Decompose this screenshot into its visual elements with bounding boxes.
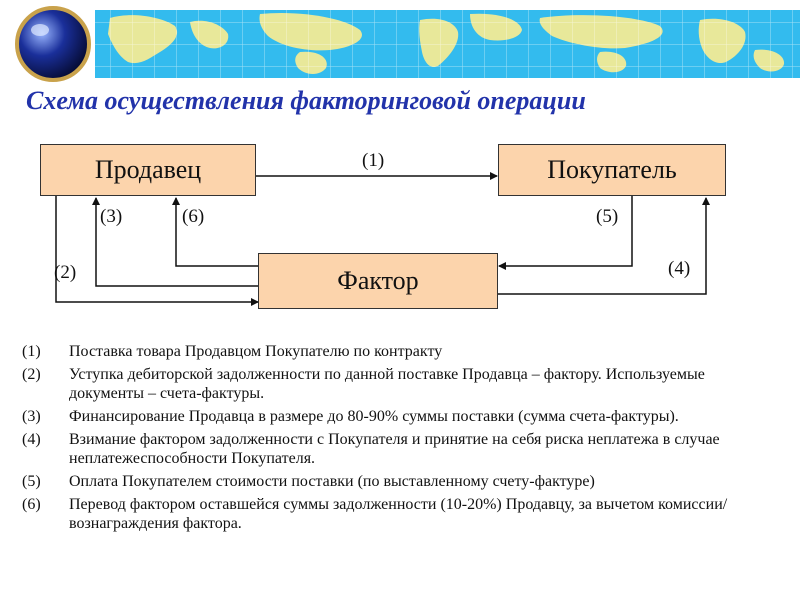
arrow-label-5: (5) bbox=[596, 206, 619, 227]
arrow-4 bbox=[497, 197, 710, 295]
list-item-number: (3) bbox=[22, 408, 41, 425]
seller-box: Продавец bbox=[40, 144, 256, 196]
page-title: Схема осуществления факторинговой операц… bbox=[26, 86, 586, 115]
list-item-text: Поставка товара Продавцом Покупателю по … bbox=[69, 343, 443, 360]
arrow-label-2: (2) bbox=[54, 262, 77, 283]
list-item: (1) Поставка товара Продавцом Покупателю … bbox=[22, 342, 782, 361]
list-item: (2) Уступка дебиторской задолженности по … bbox=[22, 365, 782, 403]
globe-icon bbox=[15, 6, 91, 82]
list-item-number: (1) bbox=[22, 343, 41, 360]
list-item: (5) Оплата Покупателем стоимости поставки… bbox=[22, 472, 782, 491]
factoring-flow-diagram: Продавец Покупатель Фактор (1) (3) (6) (… bbox=[0, 130, 800, 320]
diagram-connectors bbox=[55, 172, 710, 306]
list-item: (4) Взимание фактором задолженности с Пок… bbox=[22, 430, 782, 468]
list-item-number: (5) bbox=[22, 473, 41, 490]
list-item-text: Взимание фактором задолженности с Покупа… bbox=[69, 431, 720, 467]
list-item-text: Перевод фактором оставшейся суммы задолж… bbox=[69, 496, 728, 532]
buyer-box: Покупатель bbox=[498, 144, 726, 196]
arrow-label-4: (4) bbox=[668, 258, 691, 279]
list-item-text: Оплата Покупателем стоимости поставки (п… bbox=[69, 473, 595, 490]
list-item: (3) Финансирование Продавца в размере до … bbox=[22, 407, 782, 426]
arrow-label-6: (6) bbox=[182, 206, 205, 227]
arrow-6 bbox=[172, 197, 258, 267]
factor-box: Фактор bbox=[258, 253, 498, 309]
list-item-text: Финансирование Продавца в размере до 80-… bbox=[69, 408, 679, 425]
header-banner bbox=[0, 0, 800, 85]
arrow-3 bbox=[92, 197, 258, 287]
arrow-label-1: (1) bbox=[362, 150, 385, 171]
list-item-number: (2) bbox=[22, 366, 41, 383]
arrow-5 bbox=[498, 196, 633, 270]
list-item: (6) Перевод фактором оставшейся суммы зад… bbox=[22, 495, 782, 533]
list-item-number: (6) bbox=[22, 496, 41, 513]
world-map-banner bbox=[15, 6, 800, 82]
steps-list: (1) Поставка товара Продавцом Покупателю … bbox=[22, 342, 782, 537]
arrow-2 bbox=[55, 196, 259, 306]
arrow-label-3: (3) bbox=[100, 206, 123, 227]
list-item-text: Уступка дебиторской задолженности по дан… bbox=[69, 366, 705, 402]
list-item-number: (4) bbox=[22, 431, 41, 448]
